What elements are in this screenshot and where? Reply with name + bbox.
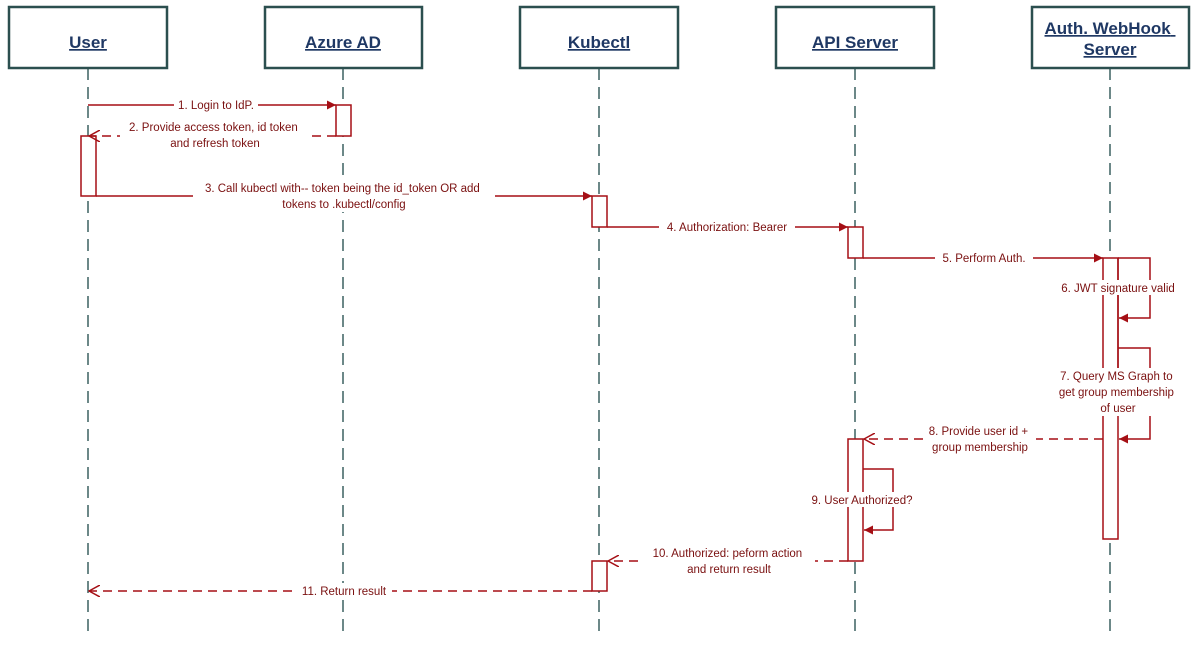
message-8-provide-user-id: 8. Provide user id + group membership (864, 423, 1103, 455)
activation-kubectl-1 (591, 195, 608, 228)
message-6-label: 6. JWT signature valid (1061, 283, 1175, 295)
message-1-label: 1. Login to IdP. (178, 100, 254, 112)
message-9-user-authorized: 9. User Authorized? (806, 468, 918, 535)
activation-api-server-1 (847, 226, 864, 259)
message-10-authorized-action: 10. Authorized: peform action and return… (608, 545, 848, 577)
actor-api-server: API Server (774, 5, 936, 70)
message-5-perform-auth: 5. Perform Auth. (863, 250, 1103, 265)
message-4-label: 4. Authorization: Bearer (667, 222, 787, 234)
actor-azure-ad-label: Azure AD (305, 33, 381, 52)
message-3-label: 3. Call kubectl with-- token being the i… (205, 183, 483, 211)
actor-azure-ad: Azure AD (263, 5, 424, 70)
message-5-label: 5. Perform Auth. (942, 253, 1025, 265)
actor-user: User (7, 5, 169, 70)
actor-kubectl: Kubectl (518, 5, 680, 70)
activation-azure-ad (335, 104, 352, 137)
actor-user-label: User (69, 33, 107, 52)
actor-api-server-label: API Server (812, 33, 898, 52)
actor-kubectl-label: Kubectl (568, 33, 630, 52)
message-2-provide-tokens: 2. Provide access token, id token and re… (89, 119, 336, 151)
activation-user (80, 135, 97, 197)
message-3-call-kubectl: 3. Call kubectl with-- token being the i… (96, 180, 592, 212)
message-10-label: 10. Authorized: peform action and return… (653, 548, 806, 576)
message-8-label: 8. Provide user id + group membership (929, 426, 1032, 454)
activation-kubectl-2 (591, 560, 608, 592)
actor-webhook-server-label: Auth. WebHook Server (1045, 19, 1176, 59)
message-7-label: 7. Query MS Graph to get group membershi… (1059, 371, 1177, 415)
message-11-return-result: 11. Return result (89, 583, 592, 598)
message-2-label: 2. Provide access token, id token and re… (129, 122, 301, 150)
message-4-authorization-bearer: 4. Authorization: Bearer (607, 219, 848, 234)
message-11-label: 11. Return result (302, 586, 387, 598)
message-1-login: 1. Login to IdP. (88, 97, 336, 112)
message-7-query-graph: 7. Query MS Graph to get group membershi… (1055, 347, 1183, 444)
actor-webhook-server: Auth. WebHook Server (1030, 5, 1191, 70)
message-9-label: 9. User Authorized? (811, 495, 912, 507)
message-6-jwt-valid: 6. JWT signature valid (1055, 257, 1183, 368)
